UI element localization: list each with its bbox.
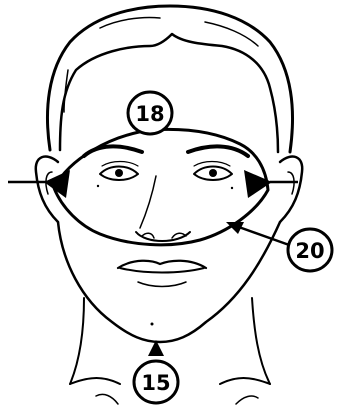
collar-right — [236, 396, 258, 404]
callout-18: 18 — [128, 92, 172, 134]
shoulder-left — [70, 378, 120, 384]
pointer-line-20 — [236, 226, 292, 246]
left-eye-crease — [102, 162, 138, 167]
cheek-dot — [97, 185, 99, 187]
right-eye-crease — [194, 162, 230, 167]
right-arrowhead — [244, 170, 272, 198]
shoulder-right — [220, 378, 270, 384]
right-pupil — [209, 169, 217, 177]
mouth-line — [120, 268, 204, 273]
neck-left — [70, 298, 84, 384]
lower-lip — [138, 282, 186, 287]
callout-20: 20 — [288, 229, 332, 271]
right-ear — [280, 157, 302, 222]
upper-lip — [118, 261, 206, 268]
callout-15: 15 — [134, 361, 178, 403]
callout-20-label: 20 — [295, 239, 324, 263]
hair-strand — [100, 17, 160, 28]
nose-bridge — [140, 176, 156, 228]
hairline — [60, 34, 278, 152]
cheek-dot — [231, 187, 233, 189]
right-eyebrow — [188, 146, 248, 156]
chin-dot — [151, 323, 154, 326]
callout-18-label: 18 — [135, 102, 164, 126]
neck-right — [252, 298, 270, 384]
callout-15-label: 15 — [141, 371, 170, 395]
collar-left — [96, 394, 118, 404]
left-pupil — [115, 169, 123, 177]
